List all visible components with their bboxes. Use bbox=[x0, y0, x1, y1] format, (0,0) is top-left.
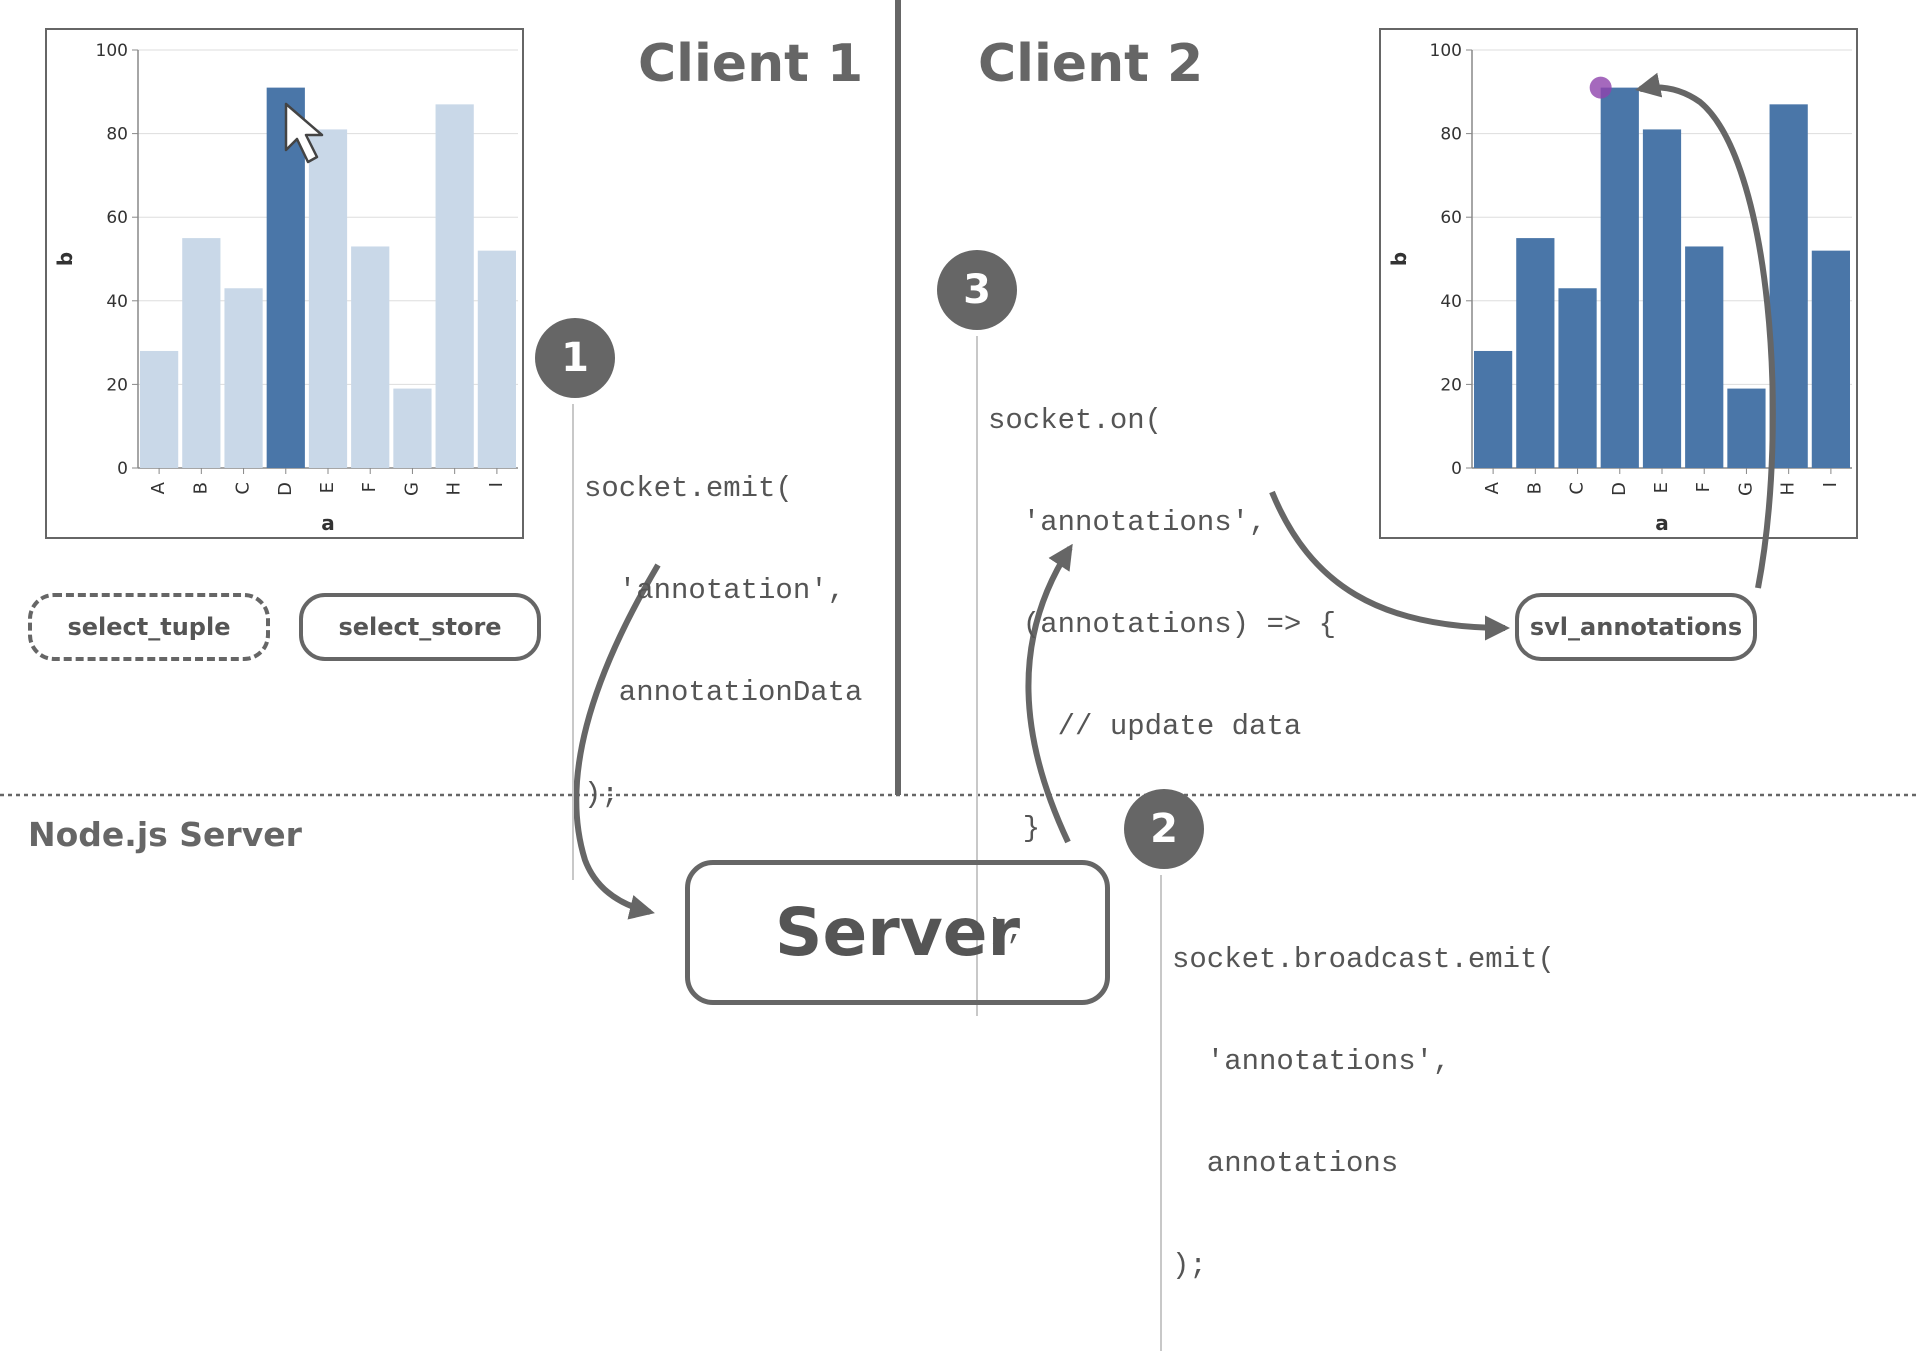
arrow-code-to-signal bbox=[1269, 490, 1511, 641]
bar-E bbox=[308, 129, 348, 469]
y-tick-label: 60 bbox=[1440, 208, 1462, 228]
server-box: Server bbox=[685, 860, 1110, 1005]
x-tick-label: B bbox=[1524, 482, 1545, 494]
arrow-signal-to-chart2 bbox=[1635, 72, 1776, 589]
bar-A bbox=[1474, 350, 1513, 468]
y-tick-label: 20 bbox=[1440, 375, 1462, 395]
x-tick-label: H bbox=[444, 482, 465, 496]
x-tick-label: G bbox=[401, 482, 422, 496]
broadcast-code-block: socket.broadcast.emit( 'annotations', an… bbox=[1160, 875, 1555, 1351]
select-tuple-signal: select_tuple bbox=[28, 593, 270, 661]
arrow-server-to-client2 bbox=[1025, 543, 1073, 844]
y-tick-label: 0 bbox=[117, 459, 128, 479]
x-tick-label: E bbox=[1651, 482, 1672, 493]
x-tick-label: I bbox=[1820, 482, 1841, 487]
bar-F bbox=[351, 246, 390, 468]
code-line: socket.on( bbox=[988, 404, 1163, 437]
bar-D bbox=[1600, 87, 1639, 469]
x-tick-label: C bbox=[1567, 482, 1588, 495]
step-3-badge: 3 bbox=[937, 250, 1017, 330]
y-tick-label: 100 bbox=[1430, 41, 1462, 61]
y-axis-title: b bbox=[53, 252, 77, 266]
emit-code-block: socket.emit( 'annotation', annotationDat… bbox=[572, 404, 862, 880]
client1-title: Client 1 bbox=[638, 34, 864, 94]
y-tick-label: 0 bbox=[1451, 459, 1462, 479]
bar-A bbox=[140, 350, 179, 468]
svl-annotations-signal: svl_annotations bbox=[1515, 593, 1757, 661]
arrow-emit-to-server bbox=[573, 563, 661, 920]
server-section-label: Node.js Server bbox=[28, 815, 302, 854]
code-line: ); bbox=[584, 778, 619, 811]
x-tick-label: G bbox=[1735, 482, 1756, 496]
x-axis-title: a bbox=[1655, 511, 1669, 535]
x-tick-label: C bbox=[233, 482, 254, 495]
y-tick-label: 40 bbox=[106, 292, 128, 312]
x-axis-title: a bbox=[321, 511, 335, 535]
code-line: // update data bbox=[988, 710, 1302, 743]
code-line: 'annotations', bbox=[1172, 1045, 1451, 1078]
bar-H bbox=[435, 104, 474, 468]
code-line: 'annotations', bbox=[988, 506, 1267, 539]
bar-F bbox=[1685, 246, 1724, 468]
bar-I bbox=[477, 250, 516, 468]
code-line: (annotations) => { bbox=[988, 608, 1337, 641]
step-1-badge: 1 bbox=[535, 318, 615, 398]
x-tick-label: F bbox=[1693, 482, 1714, 492]
x-tick-label: F bbox=[359, 482, 380, 492]
y-tick-label: 80 bbox=[106, 125, 128, 145]
select-store-signal: select_store bbox=[299, 593, 541, 661]
x-tick-label: A bbox=[148, 481, 169, 494]
bar-C bbox=[224, 288, 263, 468]
bar-H bbox=[1769, 104, 1808, 468]
y-tick-label: 80 bbox=[1440, 125, 1462, 145]
bar-G bbox=[1727, 388, 1766, 468]
y-tick-label: 20 bbox=[106, 375, 128, 395]
bar-E bbox=[1642, 129, 1682, 469]
x-tick-label: I bbox=[486, 482, 507, 487]
bar-B bbox=[1516, 238, 1555, 468]
bar-I bbox=[1811, 250, 1850, 468]
code-line: socket.emit( bbox=[584, 472, 793, 505]
x-tick-label: A bbox=[1482, 481, 1503, 494]
y-tick-label: 60 bbox=[106, 208, 128, 228]
annotation-point bbox=[1589, 76, 1612, 99]
x-tick-label: H bbox=[1778, 482, 1799, 496]
code-line: socket.broadcast.emit( bbox=[1172, 943, 1555, 976]
y-axis-title: b bbox=[1387, 252, 1411, 266]
x-tick-label: D bbox=[275, 482, 296, 496]
code-line: annotationData bbox=[584, 676, 863, 709]
client2-title: Client 2 bbox=[978, 34, 1204, 94]
code-line: ); bbox=[988, 914, 1023, 947]
x-tick-label: E bbox=[317, 482, 338, 493]
bar-G bbox=[393, 388, 432, 468]
bar-C bbox=[1558, 288, 1597, 468]
y-tick-label: 40 bbox=[1440, 292, 1462, 312]
code-line: 'annotation', bbox=[584, 574, 846, 607]
y-tick-label: 100 bbox=[96, 41, 128, 61]
step-2-badge: 2 bbox=[1124, 789, 1204, 869]
x-tick-label: D bbox=[1609, 482, 1630, 496]
bar-B bbox=[182, 238, 221, 468]
mouse-cursor-icon bbox=[284, 102, 324, 164]
code-line: ); bbox=[1172, 1249, 1207, 1282]
code-line: annotations bbox=[1172, 1147, 1399, 1180]
x-tick-label: B bbox=[190, 482, 211, 494]
code-line: } bbox=[988, 812, 1041, 845]
on-code-block: socket.on( 'annotations', (annotations) … bbox=[976, 336, 1336, 1016]
